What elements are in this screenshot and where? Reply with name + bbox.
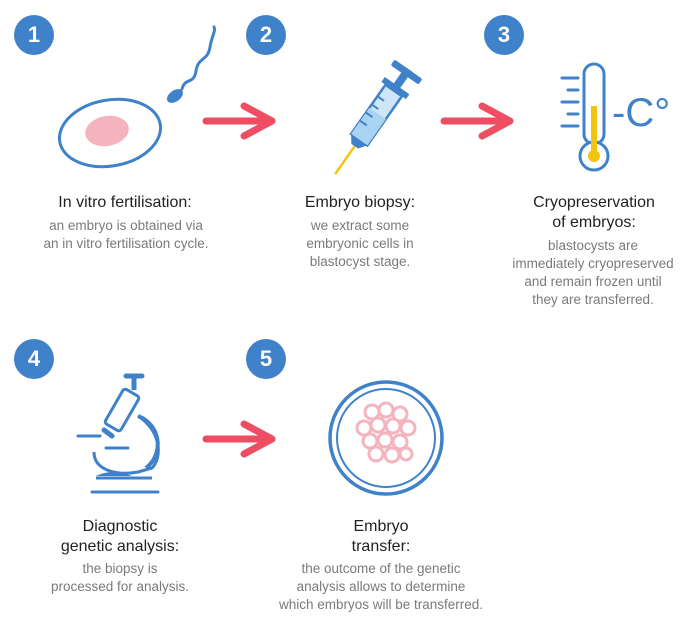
title-line: Diagnostic xyxy=(82,518,158,535)
desc-line: blastocyst stage. xyxy=(309,254,411,269)
step-1-description: an embryo is obtained via an in vitro fe… xyxy=(0,217,252,253)
title-line: transfer: xyxy=(351,538,411,555)
syringe-icon xyxy=(334,60,422,175)
title-line: genetic analysis: xyxy=(60,538,180,555)
desc-line: the biopsy is xyxy=(82,561,158,576)
title-line: of embryos: xyxy=(552,214,636,231)
step-number: 4 xyxy=(27,346,41,371)
step-2-title: Embryo biopsy: xyxy=(250,193,470,213)
step-3-number-badge: 3 xyxy=(484,15,524,55)
thermometer-label: -C° xyxy=(612,91,671,135)
desc-line: the outcome of the genetic xyxy=(301,561,461,576)
thermometer-icon xyxy=(560,62,610,172)
desc-line: we extract some xyxy=(310,218,410,233)
step-5-description: the outcome of the genetic analysis allo… xyxy=(246,560,516,614)
step-3-title: Cryopreservation of embryos: xyxy=(494,193,694,233)
embryo-dish-icon xyxy=(328,380,444,496)
arrow-right-icon xyxy=(202,102,276,140)
desc-line: and remain frozen until xyxy=(524,274,662,289)
step-3-description: blastocysts are immediately cryopreserve… xyxy=(488,237,698,309)
desc-line: analysis allows to determine xyxy=(296,579,466,594)
step-1-number-badge: 1 xyxy=(14,15,54,55)
desc-line: they are transferred. xyxy=(532,292,654,307)
title-line: In vitro fertilisation: xyxy=(58,194,192,211)
step-5-title: Embryo transfer: xyxy=(281,517,481,557)
step-5-number-badge: 5 xyxy=(246,339,286,379)
microscope-icon xyxy=(76,373,160,494)
step-number: 3 xyxy=(497,22,511,47)
desc-line: processed for analysis. xyxy=(50,579,190,594)
step-2-number-badge: 2 xyxy=(246,15,286,55)
title-line: Embryo biopsy: xyxy=(304,194,416,211)
desc-line: immediately cryopreserved xyxy=(512,256,674,271)
petri-dish-sperm-icon xyxy=(57,25,216,169)
step-4-number-badge: 4 xyxy=(14,339,54,379)
step-number: 1 xyxy=(27,22,41,47)
step-number: 5 xyxy=(259,346,273,371)
step-1-title: In vitro fertilisation: xyxy=(20,193,230,213)
step-number: 2 xyxy=(259,22,273,47)
desc-line: blastocysts are xyxy=(547,238,639,253)
title-line: Cryopreservation xyxy=(533,194,655,211)
step-4-description: the biopsy is processed for analysis. xyxy=(20,560,220,596)
desc-line: an embryo is obtained via xyxy=(49,218,203,233)
step-2-description: we extract some embryonic cells in blast… xyxy=(250,217,470,271)
title-line: Embryo xyxy=(353,518,409,535)
step-4-title: Diagnostic genetic analysis: xyxy=(20,517,220,557)
desc-line: an in vitro fertilisation cycle. xyxy=(43,236,209,251)
desc-line: which embryos will be transferred. xyxy=(278,597,484,612)
arrow-right-icon xyxy=(440,102,514,140)
desc-line: embryonic cells in xyxy=(306,236,414,251)
arrow-right-icon xyxy=(202,420,276,458)
